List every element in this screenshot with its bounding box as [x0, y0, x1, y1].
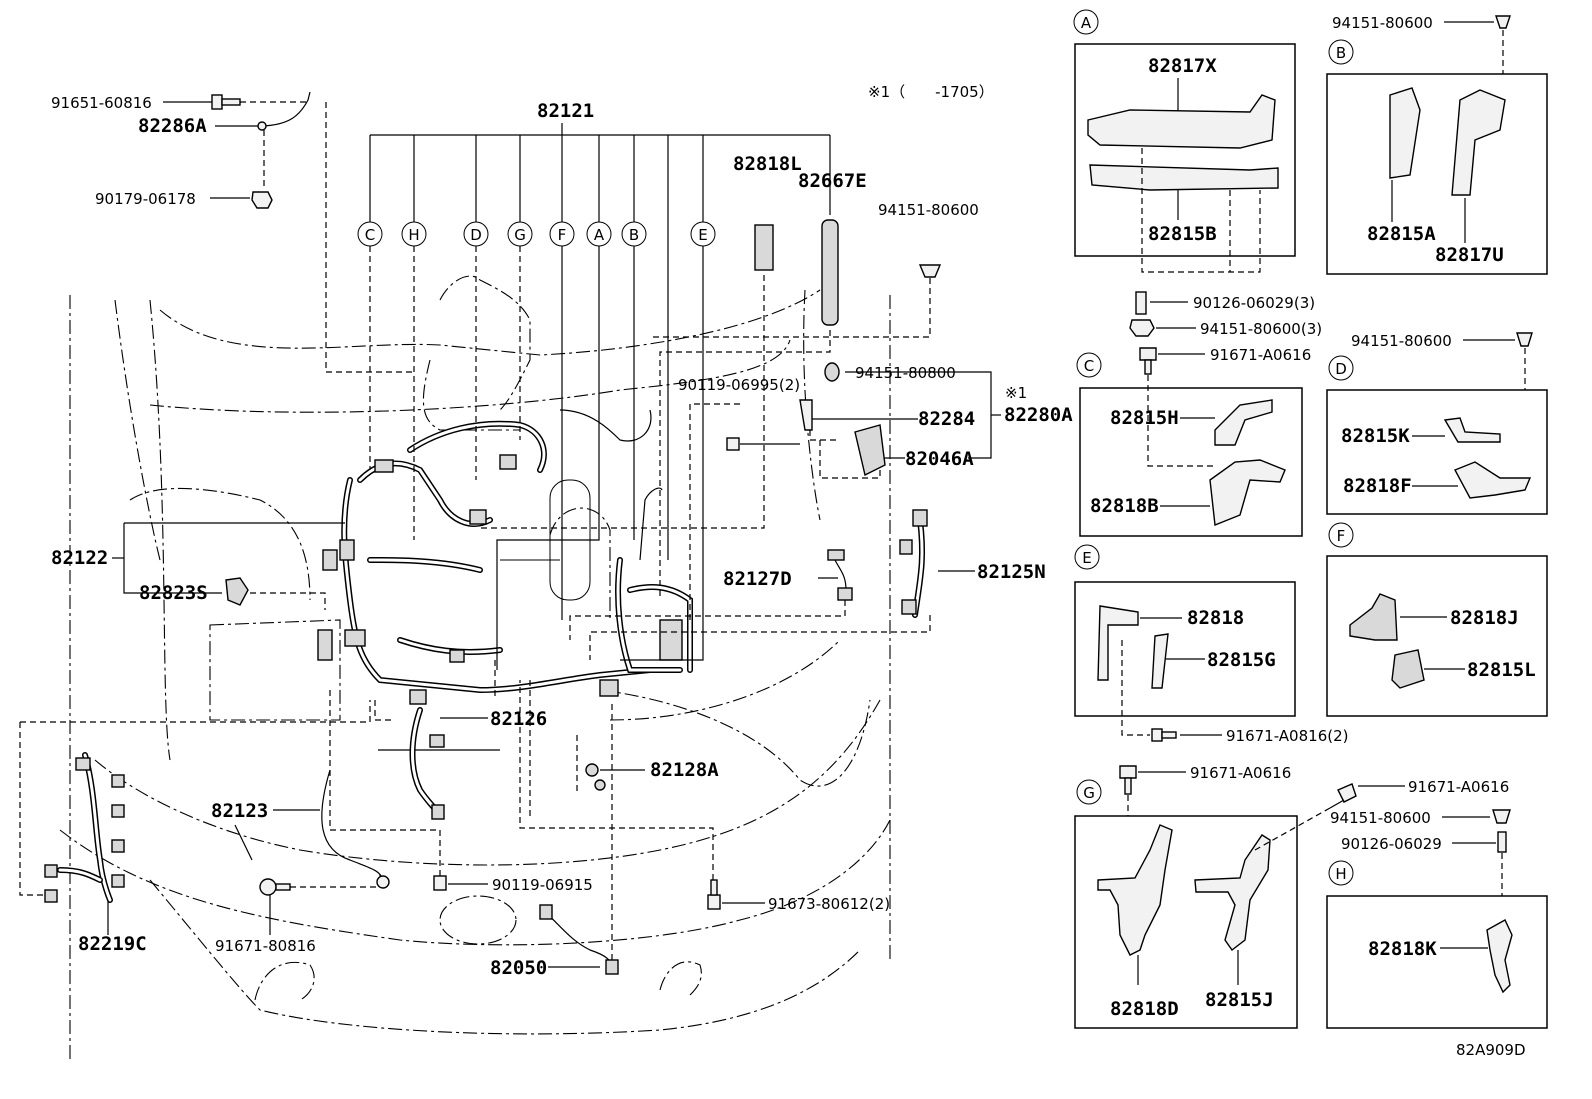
main-wire-harness-82121: [317, 409, 693, 697]
label-82817U: 82817U: [1435, 244, 1504, 266]
label-94151-80600-h: 94151-80600: [1330, 809, 1431, 827]
label-82818F: 82818F: [1343, 475, 1412, 497]
callout-g: G: [507, 221, 533, 247]
svg-text:E: E: [1082, 549, 1091, 567]
vehicle-body-outline: [59, 289, 891, 1060]
label-90126-06029-h: 90126-06029: [1341, 835, 1442, 853]
label-82817X: 82817X: [1148, 55, 1217, 77]
label-82280A: 82280A: [1004, 404, 1073, 426]
label-90119-06995: 90119-06995(2): [678, 376, 800, 394]
label-90179-06178: 90179-06178: [95, 190, 196, 208]
label-82121: 82121: [537, 100, 594, 122]
label-82125N: 82125N: [977, 561, 1046, 583]
part-labels: 82121 82818L 82667E ※1（ -1705） 91651-608…: [51, 83, 1073, 979]
label-94151-80600-top: 94151-80600: [878, 201, 979, 219]
diagram-code: 82A909D: [1456, 1041, 1526, 1059]
label-82818D: 82818D: [1110, 998, 1179, 1020]
label-90126-06029-3: 90126-06029(3): [1193, 294, 1315, 312]
label-91671-80816: 91671-80816: [215, 937, 316, 955]
svg-text:A: A: [1081, 14, 1092, 32]
label-82128A: 82128A: [650, 759, 719, 781]
svg-text:H: H: [408, 226, 419, 244]
label-91651-60816: 91651-60816: [51, 94, 152, 112]
label-94151-80600-3: 94151-80600(3): [1200, 320, 1322, 338]
label-82815B: 82815B: [1148, 223, 1217, 245]
label-91671-a0816-2: 91671-A0816(2): [1226, 727, 1348, 745]
svg-text:D: D: [1335, 360, 1347, 378]
svg-text:E: E: [698, 226, 707, 244]
label-82046A: 82046A: [905, 448, 974, 470]
callout-c: C: [357, 221, 383, 247]
svg-text:G: G: [514, 226, 526, 244]
engine-outline: [422, 275, 591, 601]
svg-text:F: F: [1337, 527, 1346, 545]
label-91671-a0616-h: 91671-A0616: [1408, 778, 1509, 796]
svg-text:H: H: [1335, 865, 1346, 883]
nut-icon: [251, 191, 273, 209]
label-82818J: 82818J: [1450, 607, 1519, 629]
bolt-icon: [211, 94, 241, 110]
circle-callouts: C H D G F A B E: [357, 221, 716, 247]
detail-box-a: A 82817X 82815B: [1073, 9, 1296, 273]
label-82815K: 82815K: [1341, 425, 1410, 447]
svg-text:G: G: [1083, 784, 1095, 802]
detail-box-e: E 82818 82815G 91671-A0816(2): [1074, 544, 1348, 745]
callout-e: E: [690, 221, 716, 247]
detail-box-d: 94151-80600 D 82815K 82818F: [1326, 332, 1548, 515]
label-94151-80800: 94151-80800: [855, 364, 956, 382]
fasteners-ab: 90126-06029(3) 94151-80600(3) 91671-A061…: [1129, 291, 1322, 375]
label-82219C: 82219C: [78, 933, 147, 955]
detail-box-h: 91671-A0616 94151-80600 90126-06029 H 82…: [1254, 778, 1548, 1029]
label-82284: 82284: [918, 408, 975, 430]
label-82050: 82050: [490, 957, 547, 979]
svg-text:F: F: [558, 226, 567, 244]
label-82123: 82123: [211, 800, 268, 822]
label-82126: 82126: [490, 708, 547, 730]
detail-box-f: F 82818J 82815L: [1326, 522, 1548, 717]
label-note: ※1（ -1705）: [868, 83, 994, 101]
label-82815A: 82815A: [1367, 223, 1436, 245]
label-82286A: 82286A: [138, 115, 207, 137]
callout-f: F: [549, 221, 575, 247]
label-90119-06915: 90119-06915: [492, 876, 593, 894]
label-94151-80600-b: 94151-80600: [1332, 14, 1433, 32]
detail-box-g: 91671-A0616 G 82818D 82815J: [1074, 764, 1298, 1029]
label-82815L: 82815L: [1467, 659, 1536, 681]
callout-d: D: [463, 221, 489, 247]
label-note-mark: ※1: [1005, 384, 1027, 402]
label-82815G: 82815G: [1207, 649, 1276, 671]
callout-b: B: [621, 221, 647, 247]
label-91673-80612: 91673-80612(2): [768, 895, 890, 913]
label-82122: 82122: [51, 547, 108, 569]
label-82815H: 82815H: [1110, 407, 1179, 429]
label-82815J: 82815J: [1205, 989, 1274, 1011]
label-82818B: 82818B: [1090, 495, 1159, 517]
svg-text:C: C: [1084, 357, 1094, 375]
label-82823S: 82823S: [139, 582, 208, 604]
label-91671-a0616-g: 91671-A0616: [1190, 764, 1291, 782]
label-91671-a0616-c: 91671-A0616: [1210, 346, 1311, 364]
callout-a: A: [586, 221, 612, 247]
label-82818K: 82818K: [1368, 938, 1437, 960]
detail-box-b: 94151-80600 B 82815A 82817U: [1326, 14, 1548, 275]
label-94151-80600-d: 94151-80600: [1351, 332, 1452, 350]
leader-lines: [19, 101, 1001, 968]
label-82667E: 82667E: [798, 170, 867, 192]
part-sketches: [44, 91, 942, 975]
label-82127D: 82127D: [723, 568, 792, 590]
svg-text:B: B: [629, 226, 639, 244]
label-82818L: 82818L: [733, 153, 802, 175]
label-82818: 82818: [1187, 607, 1244, 629]
svg-text:B: B: [1336, 44, 1346, 62]
svg-text:D: D: [470, 226, 482, 244]
detail-box-c: C 82815H 82818B: [1076, 352, 1303, 537]
svg-text:A: A: [594, 226, 605, 244]
callout-h: H: [401, 221, 427, 247]
svg-text:C: C: [365, 226, 375, 244]
